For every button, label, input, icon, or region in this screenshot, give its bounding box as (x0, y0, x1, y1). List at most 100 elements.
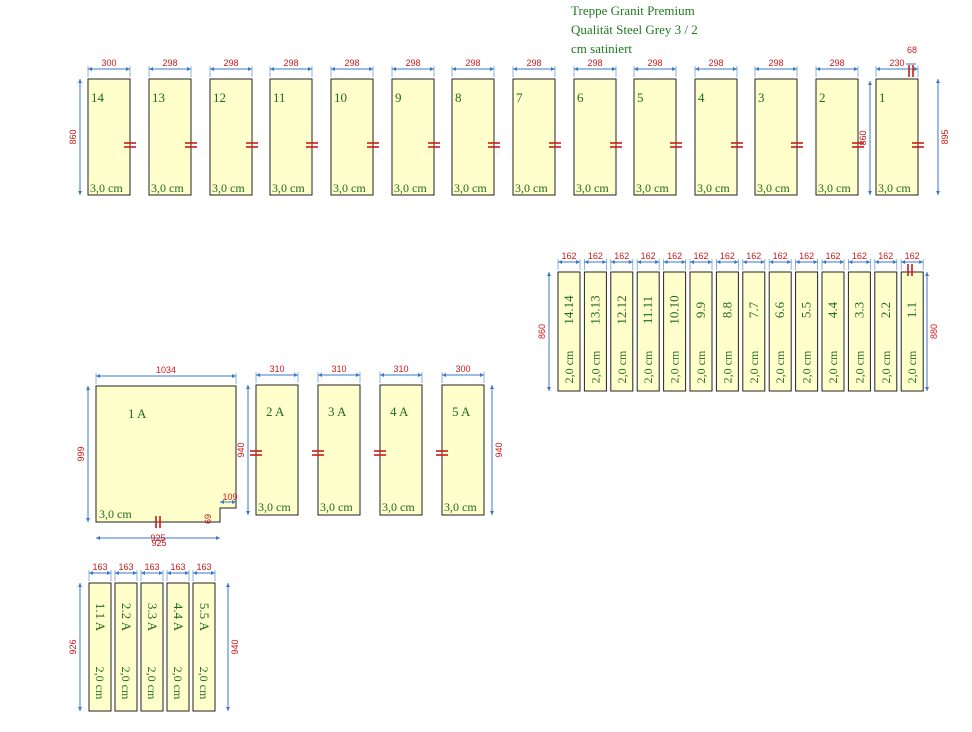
a-tread-thickness-4-A: 3,0 cm (382, 500, 415, 514)
riser-panel-3.3 (847, 271, 871, 392)
tread-width-dim-2-line-arrow-end (854, 67, 858, 71)
riser-panel-9.9 (689, 271, 713, 392)
riser-panel-5.5 (795, 271, 819, 392)
drawing-title-line-1: Treppe Granit Premium (571, 3, 695, 18)
tread-width-dim-12-line-arrow-end (248, 67, 252, 71)
tread-height-dim-inner-line-arrow-start (868, 81, 872, 85)
a-riser-width-dim-1-1-A-line-arrow-end (107, 571, 111, 575)
a-riser-thickness-3-3-A: 2,0 cm (145, 667, 159, 700)
tread-width-dim-5-label: 298 (647, 58, 662, 68)
tread-width-dim-8-line-arrow-start (452, 67, 456, 71)
a-riser-width-dim-2-2-A-line-arrow-start (115, 571, 119, 575)
landing-height-dim-label: 999 (76, 446, 86, 461)
tread-panel-6 (573, 78, 617, 196)
riser-thickness-14.14: 2,0 cm (562, 350, 576, 383)
a-tread-number-3-A: 3 A (328, 404, 347, 419)
a-riser-panel-4-4-A (166, 582, 190, 712)
a-tread-width-dim-5-A-line-arrow-start (442, 373, 446, 377)
riser-width-dim-13.13-line-arrow-start (584, 260, 589, 264)
riser-number-5.5: 5.5 (799, 302, 814, 318)
tread-width-dim-6-label: 298 (587, 58, 602, 68)
tread-width-dim-2-label: 298 (829, 58, 844, 68)
tread-width-dim-1-line-arrow-start (876, 67, 880, 71)
tread-number-7: 7 (516, 90, 523, 105)
landing-width-bottom-label: 925 (150, 533, 165, 543)
riser-width-dim-14.14-line-arrow-start (558, 260, 562, 264)
a-tread-height-dim-left-line-arrow-start (246, 385, 250, 389)
riser-number-12.12: 12.12 (614, 295, 629, 324)
tread-panel-12 (209, 78, 253, 196)
riser-thickness-13.13: 2,0 cm (588, 350, 602, 383)
landing-width-top-dim-line-arrow-start (96, 374, 100, 378)
riser-thickness-12.12: 2,0 cm (615, 350, 629, 383)
riser-number-13.13: 13.13 (587, 295, 602, 324)
riser-panel-7.7 (742, 271, 766, 392)
a-riser-number-5-5-A: 5.5 A (197, 603, 212, 632)
riser-width-dim-10.10-label: 162 (667, 251, 682, 261)
tread-width-dim-5-line-arrow-end (672, 67, 676, 71)
tread-thickness-2: 3,0 cm (818, 181, 851, 195)
riser-width-dim-11.11-line-arrow-start (637, 260, 642, 264)
riser-width-dim-9.9-line-arrow-end (708, 260, 712, 264)
riser-width-dim-4.4-label: 162 (825, 251, 840, 261)
a-riser-number-3-3-A: 3.3 A (145, 603, 160, 632)
riser-number-7.7: 7.7 (746, 301, 761, 318)
riser-thickness-10.10: 2,0 cm (668, 350, 682, 383)
riser-width-dim-5.5-label: 162 (799, 251, 814, 261)
tread-width-dim-1-label: 230 (889, 58, 904, 68)
tread-number-8: 8 (455, 90, 462, 105)
riser-height-dim-left-line-arrow-start (547, 272, 551, 276)
tread-panel-5 (633, 78, 677, 196)
riser-width-dim-6.6-line-arrow-start (769, 260, 774, 264)
riser-number-1.1: 1.1 (904, 302, 919, 318)
riser-panel-6.6 (768, 271, 792, 392)
tread-height-dim-outer-line-arrow-start (936, 79, 940, 83)
a-tread-width-dim-2-A-line-arrow-end (294, 373, 298, 377)
landing-height-dim-line-arrow-start (86, 386, 90, 390)
a-tread-width-dim-2-A-line-arrow-start (256, 373, 260, 377)
a-tread-width-dim-3-A-line-arrow-end (356, 373, 360, 377)
tread-number-4: 4 (698, 90, 705, 105)
a-riser-number-2-2-A: 2.2 A (119, 603, 134, 632)
riser-width-dim-14.14-line-arrow-end (576, 260, 580, 264)
riser-thickness-1.1: 2,0 cm (905, 350, 919, 383)
riser-panel-13.13 (583, 271, 607, 392)
a-tread-number-5-A: 5 A (452, 404, 471, 419)
tread-width-dim-3-line-arrow-end (793, 67, 797, 71)
tread-thickness-5: 3,0 cm (636, 181, 669, 195)
tread-width-dim-1-line-arrow-end (914, 67, 918, 71)
a-tread-thickness-2-A: 3,0 cm (258, 500, 291, 514)
riser-number-6.6: 6.6 (772, 301, 787, 318)
a-riser-width-dim-5-5-A-line-arrow-end (211, 571, 215, 575)
a-riser-panel-1-1-A (88, 582, 112, 712)
tread-width-dim-7-label: 298 (526, 58, 541, 68)
riser-width-dim-1.1-line-arrow-end (919, 260, 924, 264)
tread-width-dim-13-line-arrow-end (187, 67, 191, 71)
a-riser-height-dim-left-line-arrow-start (78, 583, 82, 587)
tread-width-dim-14-line-arrow-end (126, 67, 130, 71)
riser-number-10.10: 10.10 (667, 295, 682, 324)
riser-number-14.14: 14.14 (561, 295, 576, 325)
tread-thickness-14: 3,0 cm (90, 181, 123, 195)
tread-extra-width-label: 68 (907, 45, 917, 55)
riser-thickness-7.7: 2,0 cm (747, 350, 761, 383)
riser-width-dim-13.13-label: 162 (588, 251, 603, 261)
tread-height-dim-inner-label: 860 (858, 130, 868, 145)
tread-width-dim-3-label: 298 (768, 58, 783, 68)
riser-width-dim-2.2-line-arrow-start (874, 260, 879, 264)
a-tread-height-dim-right-line-arrow-start (490, 385, 494, 389)
tread-width-dim-8-line-arrow-end (490, 67, 494, 71)
tread-thickness-11: 3,0 cm (272, 181, 305, 195)
riser-width-dim-6.6-label: 162 (773, 251, 788, 261)
a-riser-width-dim-1-1-A-line-arrow-start (89, 571, 93, 575)
landing-width-bottom-dim-line-arrow-start (96, 536, 100, 540)
tread-height-dim-inner-line-arrow-end (868, 191, 872, 195)
a-riser-height-dim-left-label: 926 (68, 639, 78, 654)
riser-width-dim-5.5-line-arrow-start (795, 260, 800, 264)
a-riser-width-dim-3-3-A-line-arrow-end (159, 571, 163, 575)
tread-width-dim-3-line-arrow-start (755, 67, 759, 71)
tread-width-dim-11-label: 298 (283, 58, 298, 68)
tread-width-dim-4-line-arrow-end (733, 67, 737, 71)
